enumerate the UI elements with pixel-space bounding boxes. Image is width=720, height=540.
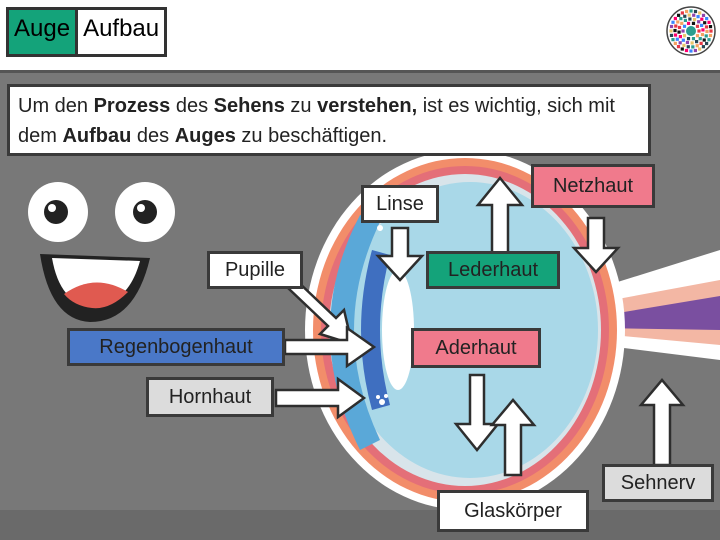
- arrow-glaskoerper-up: [489, 398, 537, 477]
- label-aderhaut: Aderhaut: [411, 328, 541, 368]
- arrow-hornhaut: [274, 376, 367, 420]
- label-regenbogenhaut: Regenbogenhaut: [67, 328, 285, 366]
- slide-title: Auge Aufbau: [6, 7, 168, 57]
- intro-segment: des: [170, 95, 214, 117]
- iris: [361, 250, 390, 410]
- label-netzhaut: Netzhaut: [531, 164, 655, 208]
- intro-text: Um den Prozess des Sehens zu verstehen, …: [7, 84, 651, 156]
- intro-segment: Prozess: [93, 95, 171, 117]
- intro-segment: verstehen,: [317, 95, 418, 117]
- smiley-face-icon: [28, 182, 175, 322]
- title-part-auge: Auge: [9, 10, 76, 54]
- intro-segment: Auges: [174, 125, 236, 147]
- arrow-aderhaut-down: [453, 373, 501, 452]
- intro-segment: zu beschäftigen.: [235, 125, 388, 147]
- optic-nerve-core: [600, 296, 720, 330]
- mosaic-circle-logo: [666, 6, 716, 56]
- intro-segment: Aufbau: [62, 125, 132, 147]
- intro-segment: zu: [284, 95, 318, 117]
- header-divider: [0, 70, 720, 73]
- arrow-netzhaut-down: [571, 216, 621, 274]
- title-part-aufbau: Aufbau: [78, 10, 165, 54]
- label-lederhaut: Lederhaut: [426, 251, 560, 289]
- label-hornhaut: Hornhaut: [146, 377, 274, 417]
- label-pupille: Pupille: [207, 251, 303, 289]
- arrow-regenbogenhaut: [283, 325, 377, 369]
- lens: [382, 270, 414, 390]
- arrow-sehnerv-up: [638, 378, 686, 467]
- bottom-band: [0, 510, 720, 540]
- intro-segment: Um den: [18, 95, 94, 117]
- label-sehnerv: Sehnerv: [602, 464, 714, 502]
- label-glaskoerper: Glaskörper: [437, 490, 589, 532]
- arrow-linse-down: [375, 226, 425, 282]
- intro-segment: Sehens: [213, 95, 285, 117]
- pointer-arrows: [274, 176, 686, 477]
- intro-segment: ist es wichtig, sich mit dem: [18, 95, 615, 147]
- intro-segment: des: [131, 125, 175, 147]
- label-linse: Linse: [361, 185, 439, 223]
